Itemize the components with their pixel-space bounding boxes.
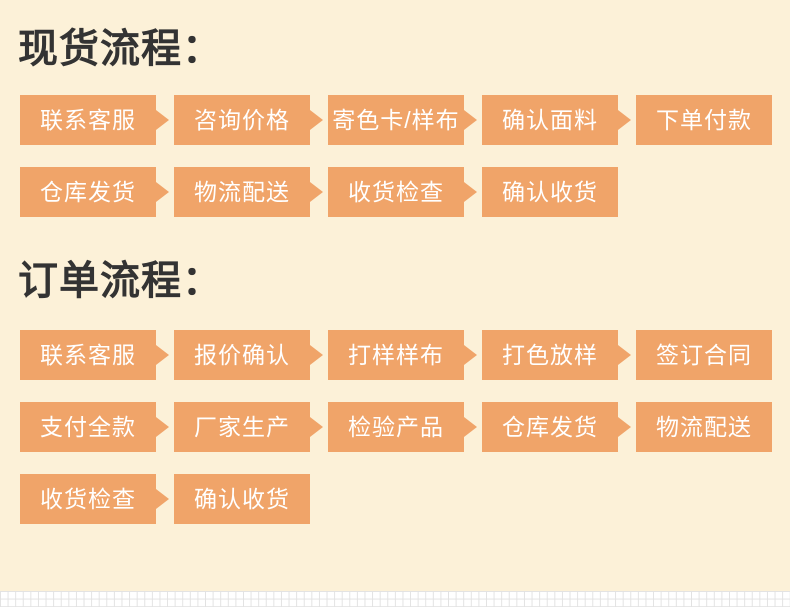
arrow-right-icon — [310, 417, 323, 437]
spot-flow-title: 现货流程： — [18, 27, 223, 71]
flow-step-box: 收货检查 — [328, 167, 477, 217]
flow-step-label: 确认收货 — [502, 178, 598, 205]
order-flow-row-1: 联系客服 报价确认 打样样布 打色放样 签订合同 — [20, 330, 772, 380]
flow-step-box: 支付全款 — [20, 402, 169, 452]
arrow-right-icon — [156, 489, 169, 509]
flow-step-label: 收货检查 — [40, 485, 136, 512]
flow-step-box: 确认面料 — [482, 95, 631, 145]
flow-step-box: 联系客服 — [20, 95, 169, 145]
flow-step-label: 物流配送 — [656, 413, 752, 440]
arrow-right-icon — [310, 345, 323, 365]
flow-step-label: 厂家生产 — [194, 413, 290, 440]
flow-step-box: 仓库发货 — [20, 167, 169, 217]
flow-step-box: 寄色卡/样布 — [328, 95, 477, 145]
arrow-right-icon — [464, 345, 477, 365]
flow-step-box: 打样样布 — [328, 330, 477, 380]
flow-step-box: 物流配送 — [174, 167, 323, 217]
flow-step-label: 下单付款 — [656, 106, 752, 133]
flow-step-label: 收货检查 — [348, 178, 444, 205]
flow-step-label: 报价确认 — [194, 341, 290, 368]
flow-step-box: 厂家生产 — [174, 402, 323, 452]
flow-step-label: 物流配送 — [194, 178, 290, 205]
order-flow-row-2: 支付全款 厂家生产 检验产品 仓库发货 物流配送 — [20, 402, 772, 452]
flow-step-box: 联系客服 — [20, 330, 169, 380]
arrow-right-icon — [618, 345, 631, 365]
arrow-right-icon — [156, 182, 169, 202]
arrow-right-icon — [156, 417, 169, 437]
arrow-right-icon — [156, 345, 169, 365]
flow-step-label: 打色放样 — [502, 341, 598, 368]
grid-paper-footer — [0, 591, 790, 607]
arrow-right-icon — [310, 110, 323, 130]
flow-step-label: 检验产品 — [348, 413, 444, 440]
flow-step-box: 签订合同 — [636, 330, 772, 380]
flow-step-label: 仓库发货 — [502, 413, 598, 440]
flow-step-box: 检验产品 — [328, 402, 477, 452]
flow-step-label: 寄色卡/样布 — [332, 106, 460, 133]
arrow-right-icon — [618, 110, 631, 130]
flow-step-box: 确认收货 — [482, 167, 618, 217]
spot-flow-row-1: 联系客服 咨询价格 寄色卡/样布 确认面料 下单付款 — [20, 95, 772, 145]
flow-step-label: 仓库发货 — [40, 178, 136, 205]
flow-step-label: 签订合同 — [656, 341, 752, 368]
flow-step-label: 确认收货 — [194, 485, 290, 512]
flow-step-label: 联系客服 — [40, 341, 136, 368]
arrow-right-icon — [156, 110, 169, 130]
arrow-right-icon — [464, 110, 477, 130]
flow-step-box: 确认收货 — [174, 474, 310, 524]
arrow-right-icon — [464, 417, 477, 437]
flow-step-label: 支付全款 — [40, 413, 136, 440]
arrow-right-icon — [618, 417, 631, 437]
flow-step-label: 打样样布 — [348, 341, 444, 368]
flow-step-box: 咨询价格 — [174, 95, 323, 145]
order-flow-row-3: 收货检查 确认收货 — [20, 474, 310, 524]
flow-step-box: 打色放样 — [482, 330, 631, 380]
flow-step-label: 确认面料 — [502, 106, 598, 133]
flow-step-label: 联系客服 — [40, 106, 136, 133]
flow-step-box: 收货检查 — [20, 474, 169, 524]
arrow-right-icon — [464, 182, 477, 202]
flow-step-box: 报价确认 — [174, 330, 323, 380]
order-flow-title: 订单流程： — [18, 259, 223, 303]
flow-step-box: 下单付款 — [636, 95, 772, 145]
spot-flow-row-2: 仓库发货 物流配送 收货检查 确认收货 — [20, 167, 618, 217]
flow-step-box: 仓库发货 — [482, 402, 631, 452]
flow-step-label: 咨询价格 — [194, 106, 290, 133]
arrow-right-icon — [310, 182, 323, 202]
flow-step-box: 物流配送 — [636, 402, 772, 452]
